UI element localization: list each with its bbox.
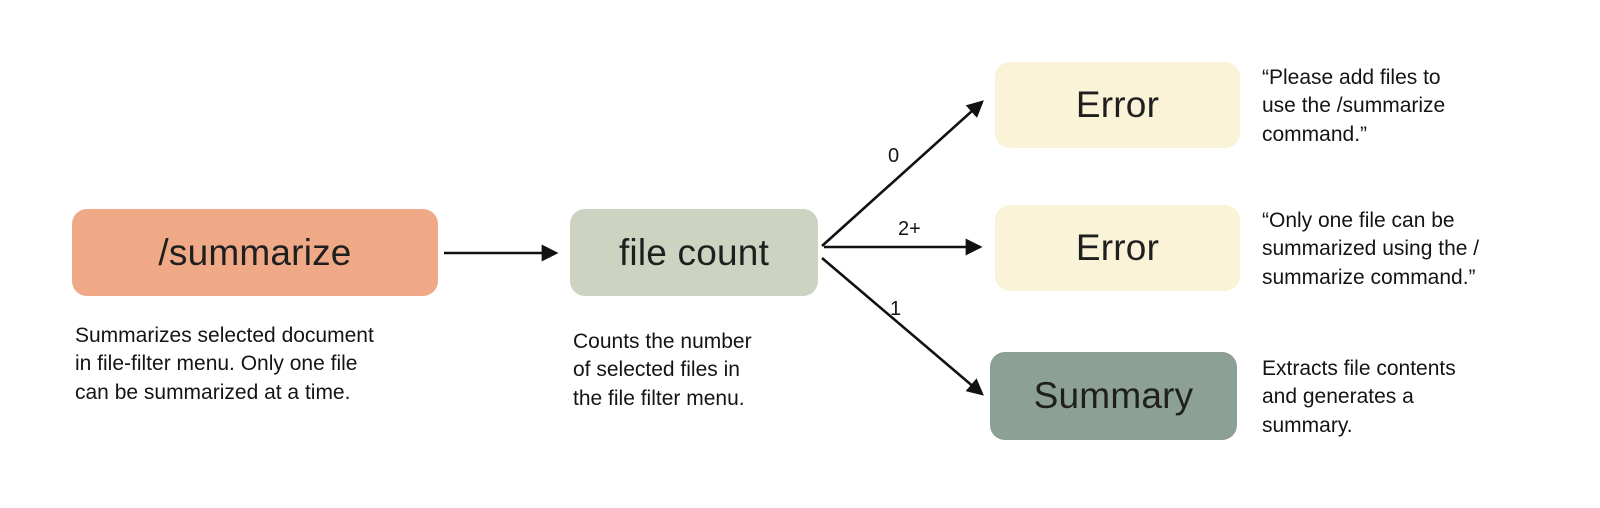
error-zero-note: “Please add files to use the /summarize … [1262, 66, 1446, 146]
summarize-caption: Summarizes selected document in file-fil… [75, 324, 374, 404]
node-file-count-label: file count [618, 231, 770, 273]
node-summary-label: Summary [1033, 375, 1194, 416]
file-count-caption: Counts the number of selected files in t… [573, 330, 752, 410]
edge-label-zero: 0 [888, 145, 900, 167]
node-summarize-command: /summarize [72, 209, 438, 296]
edge-filecount-to-summary [821, 257, 984, 396]
node-error-zero-label: Error [1075, 84, 1160, 125]
node-summarize-label: /summarize [158, 231, 352, 273]
error-many-note: “Only one file can be summarized using t… [1262, 209, 1480, 289]
summary-note: Extracts file contents and generates a s… [1262, 357, 1456, 437]
node-error-zero-files: Error [995, 62, 1240, 148]
node-error-many-label: Error [1075, 227, 1160, 268]
edge-label-two-plus: 2+ [898, 218, 921, 240]
node-error-many-files: Error [995, 205, 1240, 291]
node-summary: Summary [990, 352, 1237, 440]
edge-label-one: 1 [890, 298, 902, 320]
node-file-count: file count [570, 209, 818, 296]
